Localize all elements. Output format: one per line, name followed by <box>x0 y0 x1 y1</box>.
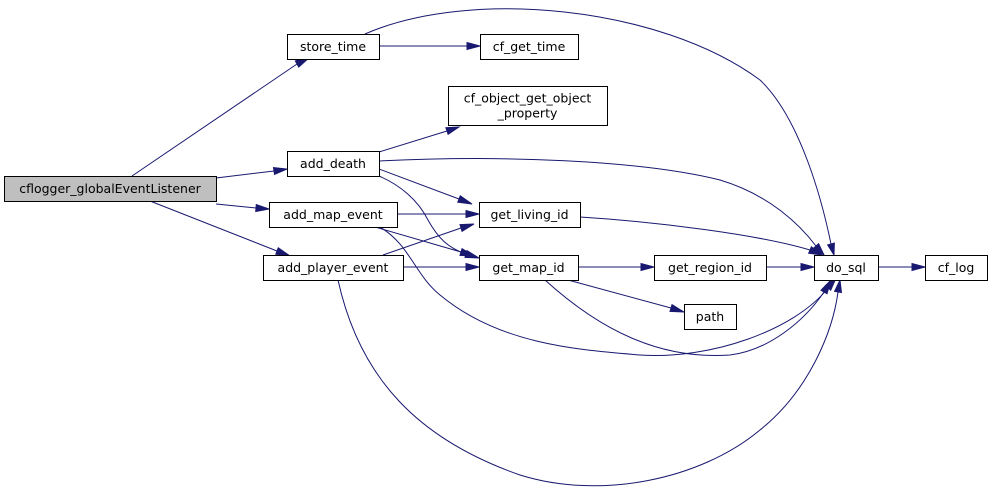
node-cf-log[interactable]: cf_log <box>925 255 988 281</box>
arrowhead-icon <box>275 246 291 257</box>
edge-store_time-to-do_sql <box>364 8 835 257</box>
edge-line <box>544 279 825 357</box>
node-cf-get-time[interactable]: cf_get_time <box>480 34 579 60</box>
edge-get_region_id-to-do_sql <box>766 262 816 272</box>
edge-line <box>378 158 817 247</box>
node-label: get_map_id <box>492 260 564 275</box>
node-label: cf_get_time <box>493 39 566 54</box>
edge-add_death-to-cf_object_get_object_property <box>378 126 461 153</box>
edge-add_map_event-to-get_living_id <box>397 209 481 219</box>
edge-line <box>215 203 257 209</box>
arrowhead-icon <box>669 303 685 313</box>
node-box <box>287 34 380 60</box>
node-box <box>480 34 579 60</box>
node-add-player-event[interactable]: add_player_event <box>263 255 404 281</box>
node-box <box>479 255 579 281</box>
node-label: cflogger_globalEventListener <box>19 181 201 196</box>
arrowhead-icon <box>911 262 927 272</box>
edge-line <box>364 8 832 245</box>
node-do-sql[interactable]: do_sql <box>814 255 879 281</box>
node-label: cf_log <box>938 260 975 275</box>
edge-line <box>378 175 467 255</box>
arrowhead-icon <box>800 262 816 272</box>
arrowhead-icon <box>457 194 473 205</box>
edge-line <box>378 168 460 200</box>
edge-add_player_event-to-get_living_id <box>382 223 475 256</box>
edge-cflogger_globalEventListener-to-store_time <box>131 55 312 177</box>
edge-line <box>149 200 278 252</box>
node-box <box>925 255 988 281</box>
edge-get_living_id-to-do_sql <box>579 216 824 256</box>
node-label: cf_object_get_object <box>464 91 592 106</box>
node-add-map-event[interactable]: add_map_event <box>269 202 398 228</box>
edge-line <box>378 130 448 153</box>
node-box <box>4 176 217 202</box>
node-add-death[interactable]: add_death <box>287 151 380 177</box>
edge-add_player_event-to-do_sql <box>337 278 843 487</box>
edge-get_map_id-to-do_sql <box>544 279 832 357</box>
edge-get_map_id-to-get_region_id <box>578 262 656 272</box>
node-box <box>448 86 608 126</box>
edge-line <box>379 226 829 357</box>
arrowhead-icon <box>466 41 482 51</box>
arrowhead-icon <box>459 223 475 233</box>
node-get-living-id[interactable]: get_living_id <box>479 202 581 228</box>
edge-add_player_event-to-get_map_id <box>403 262 481 272</box>
arrowhead-icon <box>445 126 461 136</box>
node-get-map-id[interactable]: get_map_id <box>479 255 579 281</box>
node-store-time[interactable]: store_time <box>287 34 380 60</box>
node-label: do_sql <box>826 260 866 275</box>
node-box <box>684 304 737 330</box>
arrowhead-icon <box>807 245 824 256</box>
node-label: add_player_event <box>278 260 389 275</box>
node-box <box>479 202 581 228</box>
arrowhead-icon <box>812 242 826 257</box>
arrowhead-icon <box>459 247 475 257</box>
node-cf-object-get-object-property[interactable]: cf_object_get_object_property <box>448 86 608 126</box>
node-label: path <box>696 309 724 324</box>
arrowhead-icon <box>833 278 843 294</box>
node-box <box>287 151 380 177</box>
node-label: add_death <box>300 156 366 171</box>
edge-line <box>567 279 672 309</box>
edge-cflogger_globalEventListener-to-add_map_event <box>215 203 271 213</box>
edge-line <box>215 170 275 179</box>
arrowhead-icon <box>255 203 271 213</box>
edge-line <box>579 216 811 251</box>
node-label: _property <box>497 106 558 121</box>
arrowhead-icon <box>826 242 835 257</box>
node-box <box>654 255 767 281</box>
edge-add_map_event-to-get_map_id <box>374 226 475 257</box>
edges <box>131 8 927 487</box>
arrowhead-icon <box>640 262 656 272</box>
node-get-region-id[interactable]: get_region_id <box>654 255 767 281</box>
edge-add_death-to-get_living_id <box>378 168 473 205</box>
edge-line <box>382 227 462 256</box>
node-label: get_region_id <box>668 260 752 275</box>
edge-do_sql-to-cf_log <box>878 262 927 272</box>
arrowhead-icon <box>820 279 832 295</box>
edge-line <box>374 226 462 253</box>
edge-get_map_id-to-path <box>567 279 685 313</box>
arrowhead-icon <box>465 262 481 272</box>
node-label: store_time <box>300 39 366 54</box>
node-path[interactable]: path <box>684 304 737 330</box>
node-cflogger-globalEventListener[interactable]: cflogger_globalEventListener <box>4 176 217 202</box>
node-box <box>814 255 879 281</box>
edge-store_time-to-cf_get_time <box>379 41 482 51</box>
node-label: add_map_event <box>283 207 383 222</box>
arrowhead-icon <box>272 166 289 176</box>
arrowhead-icon <box>465 209 481 219</box>
node-box <box>269 202 398 228</box>
node-label: get_living_id <box>490 207 568 222</box>
node-box <box>263 255 404 281</box>
edge-line <box>131 63 298 177</box>
edge-line <box>337 279 839 487</box>
edge-cflogger_globalEventListener-to-add_death <box>215 166 289 179</box>
edge-add_death-to-do_sql <box>378 158 826 257</box>
